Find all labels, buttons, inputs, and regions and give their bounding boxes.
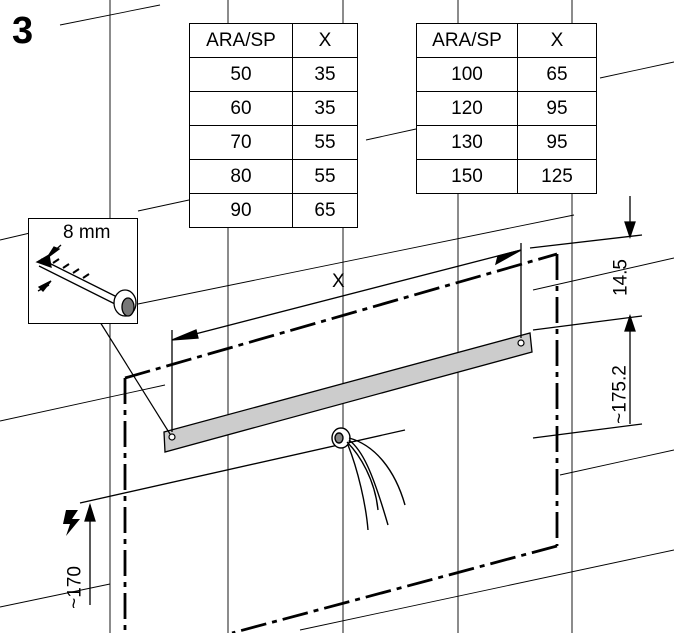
drill-bit-inset: 8 mm (28, 218, 138, 324)
table-header-row: ARA/SP X (416, 23, 597, 58)
rail-hole-right (517, 339, 525, 347)
table-cell: 130 (416, 125, 518, 160)
table-cell: 150 (416, 159, 518, 194)
table-cell: 120 (416, 91, 518, 126)
table-cell: 100 (416, 57, 518, 92)
table-cell: 55 (292, 125, 358, 160)
rail-hole-left (168, 433, 176, 441)
x-dimension-line (171, 243, 522, 432)
table-header-row: ARA/SP X (189, 23, 358, 58)
table-cell: 90 (189, 193, 293, 228)
table-cell: 55 (292, 159, 358, 194)
table-header-cell: ARA/SP (416, 23, 518, 58)
table-cell: 95 (517, 125, 597, 160)
table-cell: 35 (292, 91, 358, 126)
table-cell: 50 (189, 57, 293, 92)
table-cell: 80 (189, 159, 293, 194)
step-number: 3 (12, 10, 34, 52)
table-cell: 65 (517, 57, 597, 92)
right-dimension-lines (529, 196, 643, 439)
x-dimension-label: X (332, 271, 345, 292)
table-cell: 70 (189, 125, 293, 160)
table-header-cell: X (517, 23, 597, 58)
table-cell: 60 (189, 91, 293, 126)
table-header-cell: ARA/SP (189, 23, 293, 58)
table-cell: 35 (292, 57, 358, 92)
table-cell: 65 (292, 193, 358, 228)
mounting-rail (163, 332, 533, 453)
drill-bit-icon (35, 244, 137, 317)
table-cell: 95 (517, 91, 597, 126)
drill-size-label: 8 mm (63, 222, 111, 243)
dimension-label-right: ~175.2 (609, 365, 631, 424)
power-cable (331, 427, 406, 531)
inset-leader-line (99, 321, 171, 435)
electrical-hazard-icon (63, 510, 80, 536)
dimension-label-top: 14.5 (610, 259, 632, 296)
dimension-label-left: ~170 (64, 566, 86, 609)
table-cell: 125 (517, 159, 597, 194)
oven-outline (123, 252, 559, 635)
table-header-cell: X (292, 23, 358, 58)
left-dimension-line (79, 429, 406, 605)
